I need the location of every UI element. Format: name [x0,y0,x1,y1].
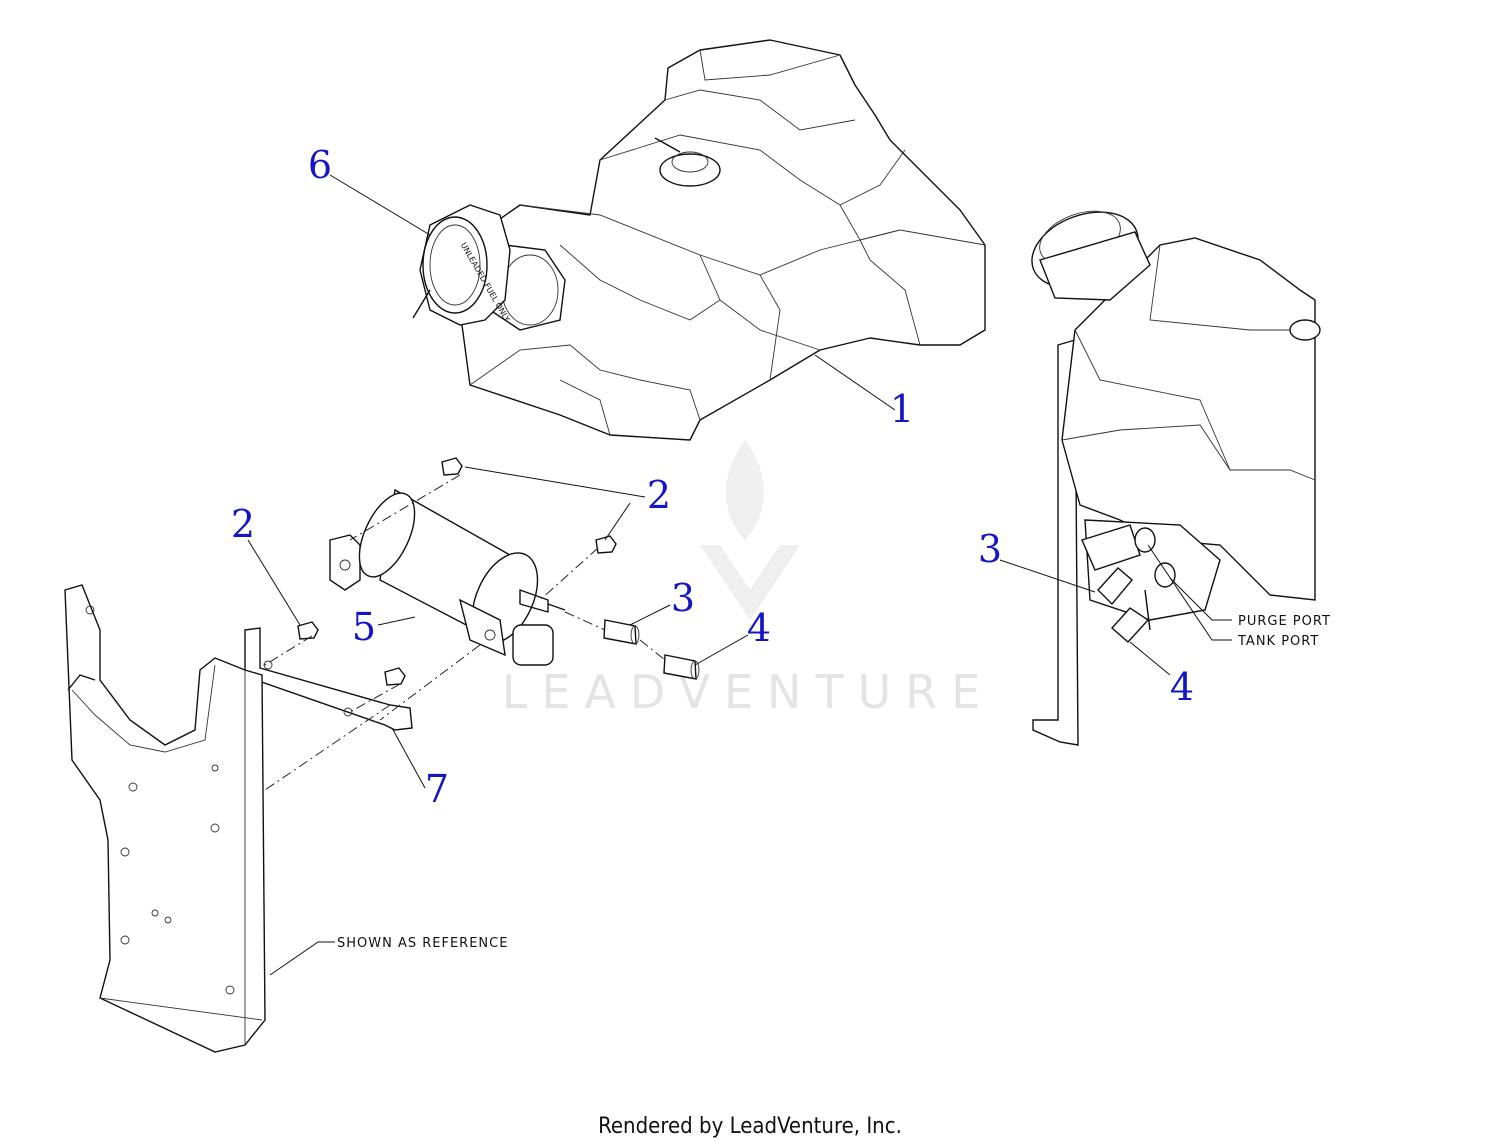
assembly-centerlines [259,474,666,791]
purge-port-label: PURGE PORT [1238,614,1331,629]
callout-3: 3 [671,576,695,620]
screws [297,457,617,686]
tank-port-label: TANK PORT [1237,634,1319,649]
watermark-logo [700,440,800,620]
callout-2: 2 [231,502,255,546]
watermark-text: LEADVENTURE [502,665,995,719]
callout-6: 6 [308,143,332,187]
callout-7: 7 [425,767,449,811]
callout-5: 5 [352,605,376,649]
footer-credit: Rendered by LeadVenture, Inc. [598,1114,902,1139]
hose-fittings [603,619,700,680]
detail-view [1031,210,1321,746]
callout-3: 3 [978,527,1002,571]
shown-as-reference-label: SHOWN AS REFERENCE [337,936,508,951]
callout-4: 4 [747,606,771,650]
fuel-cap: UNLEADED FUEL ONLY [412,204,566,331]
reference-plate [64,584,266,1053]
callout-1: 1 [890,387,914,431]
callout-4: 4 [1170,665,1194,709]
evap-canister [329,488,566,666]
fuel-tank [459,39,986,441]
leader-lines [247,174,1232,976]
callout-2: 2 [647,473,671,517]
